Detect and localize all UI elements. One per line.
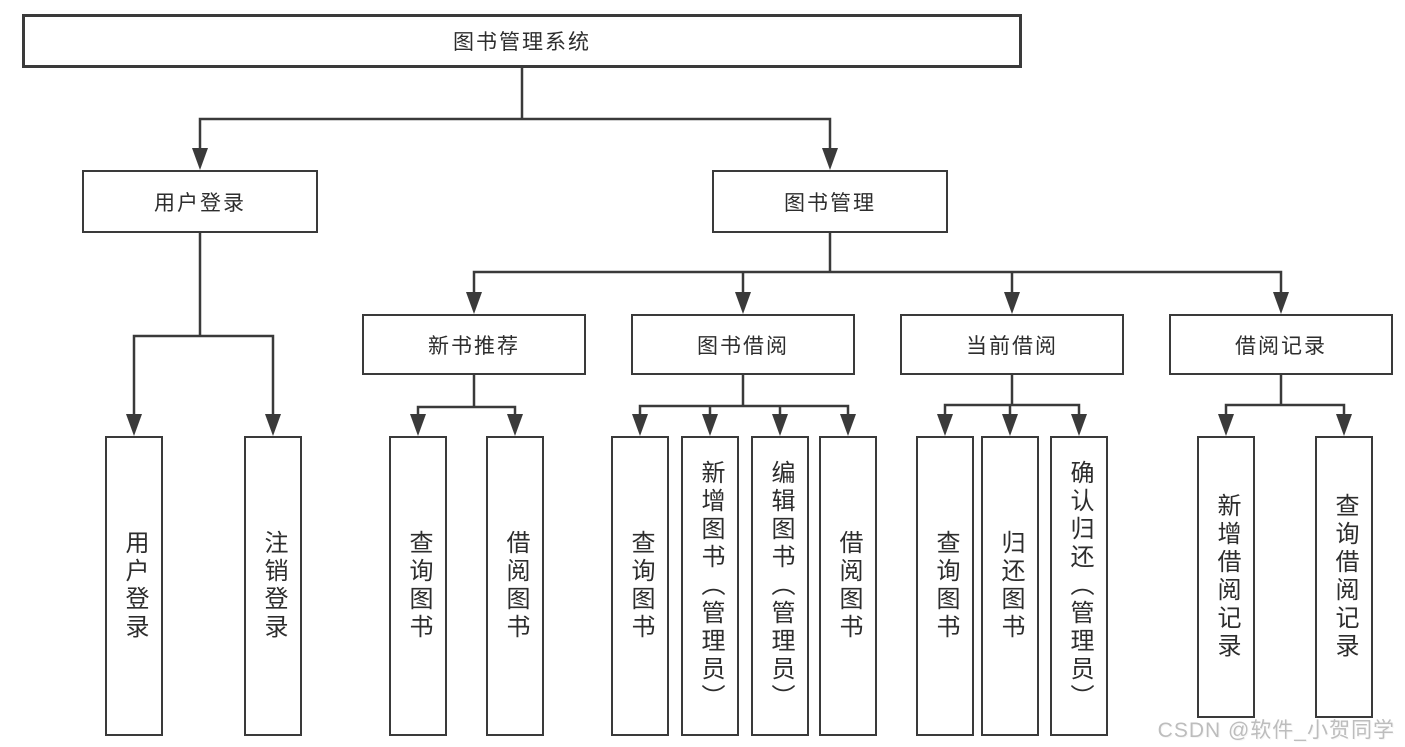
arrow-icon bbox=[1004, 292, 1020, 314]
node-borrow-record: 借阅记录 bbox=[1169, 314, 1393, 375]
leaf-add-books-admin: 新增图书（管理员） bbox=[681, 436, 739, 736]
node-book-management-label: 图书管理 bbox=[784, 191, 876, 215]
node-book-borrow-label: 图书借阅 bbox=[697, 334, 789, 358]
node-new-book-recommend: 新书推荐 bbox=[362, 314, 586, 375]
leaf-logout: 注销登录 bbox=[244, 436, 302, 736]
leaf-logout-label: 注销登录 bbox=[260, 530, 287, 642]
leaf-query-books-borrow-label: 查询图书 bbox=[627, 530, 654, 642]
arrow-icon bbox=[265, 414, 281, 436]
arrow-icon bbox=[702, 414, 718, 436]
connector-borrowrecord-to-leaves bbox=[1224, 375, 1346, 421]
leaf-query-books-current: 查询图书 bbox=[916, 436, 974, 736]
arrow-icon bbox=[735, 292, 751, 314]
leaf-return-books: 归还图书 bbox=[981, 436, 1039, 736]
leaf-query-books-recommend: 查询图书 bbox=[389, 436, 447, 736]
leaf-add-borrow-record: 新增借阅记录 bbox=[1197, 436, 1255, 718]
node-book-management: 图书管理 bbox=[712, 170, 948, 233]
node-current-borrow: 当前借阅 bbox=[900, 314, 1124, 375]
arrow-icon bbox=[937, 414, 953, 436]
connector-bookmgmt-to-level3 bbox=[472, 233, 1283, 299]
leaf-edit-books-admin: 编辑图书（管理员） bbox=[751, 436, 809, 736]
watermark: CSDN @软件_小贺同学 bbox=[1157, 719, 1395, 742]
leaf-confirm-return-admin-label: 确认归还（管理员） bbox=[1066, 460, 1093, 712]
arrow-icon bbox=[410, 414, 426, 436]
arrow-icon bbox=[1273, 292, 1289, 314]
leaf-borrow-books-recommend: 借阅图书 bbox=[486, 436, 544, 736]
node-root-label: 图书管理系统 bbox=[453, 31, 591, 54]
node-user-login-label: 用户登录 bbox=[154, 191, 246, 215]
arrow-icon bbox=[822, 148, 838, 170]
arrow-icon bbox=[126, 414, 142, 436]
node-current-borrow-label: 当前借阅 bbox=[966, 334, 1058, 358]
connector-bookborrow-to-leaves bbox=[638, 375, 850, 421]
node-user-login: 用户登录 bbox=[82, 170, 318, 233]
arrow-icon bbox=[192, 148, 208, 170]
arrow-icon bbox=[1071, 414, 1087, 436]
leaf-query-books-current-label: 查询图书 bbox=[932, 530, 959, 642]
leaf-edit-books-admin-label: 编辑图书（管理员） bbox=[767, 460, 794, 712]
arrow-icon bbox=[840, 414, 856, 436]
leaf-borrow-books: 借阅图书 bbox=[819, 436, 877, 736]
leaf-user-login-label: 用户登录 bbox=[121, 530, 148, 642]
leaf-borrow-books-label: 借阅图书 bbox=[835, 530, 862, 642]
leaf-user-login: 用户登录 bbox=[105, 436, 163, 736]
leaf-query-books-recommend-label: 查询图书 bbox=[405, 530, 432, 642]
leaf-add-books-admin-label: 新增图书（管理员） bbox=[697, 460, 724, 712]
arrow-icon bbox=[632, 414, 648, 436]
arrow-icon bbox=[772, 414, 788, 436]
leaf-query-borrow-record: 查询借阅记录 bbox=[1315, 436, 1373, 718]
arrowheads bbox=[126, 148, 1352, 436]
leaf-borrow-books-recommend-label: 借阅图书 bbox=[502, 530, 529, 642]
leaf-return-books-label: 归还图书 bbox=[997, 530, 1024, 642]
arrow-icon bbox=[1336, 414, 1352, 436]
connector-recommend-to-leaves bbox=[416, 375, 517, 421]
node-new-book-recommend-label: 新书推荐 bbox=[428, 334, 520, 358]
leaf-add-borrow-record-label: 新增借阅记录 bbox=[1213, 493, 1240, 661]
arrow-icon bbox=[1218, 414, 1234, 436]
arrow-icon bbox=[1002, 414, 1018, 436]
node-book-borrow: 图书借阅 bbox=[631, 314, 855, 375]
node-root: 图书管理系统 bbox=[22, 14, 1022, 68]
arrow-icon bbox=[466, 292, 482, 314]
leaf-query-borrow-record-label: 查询借阅记录 bbox=[1331, 493, 1358, 661]
leaf-query-books-borrow: 查询图书 bbox=[611, 436, 669, 736]
connector-root-to-level2 bbox=[198, 68, 832, 154]
connector-userlogin-to-leaves bbox=[132, 233, 275, 421]
leaf-confirm-return-admin: 确认归还（管理员） bbox=[1050, 436, 1108, 736]
node-borrow-record-label: 借阅记录 bbox=[1235, 334, 1327, 358]
arrow-icon bbox=[507, 414, 523, 436]
